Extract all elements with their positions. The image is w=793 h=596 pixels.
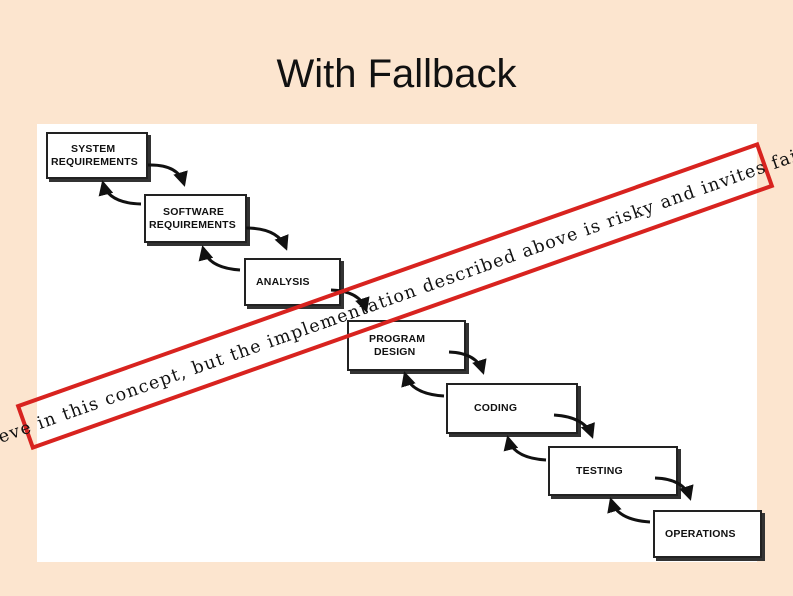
stage-operations: OPERATIONS bbox=[653, 510, 762, 558]
stage-label: SYSTEM bbox=[71, 142, 116, 155]
stage-label: ANALYSIS bbox=[256, 275, 310, 288]
stage-label: CODING bbox=[474, 402, 518, 414]
slide-title: With Fallback bbox=[276, 52, 517, 96]
stage-coding: CODING bbox=[446, 383, 578, 434]
stage-analysis: ANALYSIS bbox=[244, 258, 341, 306]
waterfall-diagram: SYSTEM REQUIREMENTS SOFTWARE REQUIREMENT… bbox=[37, 124, 762, 562]
stage-label: PROGRAM bbox=[369, 332, 426, 345]
stage-label: TESTING bbox=[576, 464, 623, 477]
stage-testing: TESTING bbox=[548, 446, 678, 496]
stage-software-requirements: SOFTWARE REQUIREMENTS bbox=[144, 194, 247, 243]
stage-program-design: PROGRAM DESIGN bbox=[347, 320, 466, 371]
stage-label: SOFTWARE bbox=[163, 205, 225, 218]
stage-system-requirements: SYSTEM REQUIREMENTS bbox=[46, 132, 148, 179]
stage-label: REQUIREMENTS bbox=[149, 218, 236, 231]
stage-label: OPERATIONS bbox=[665, 527, 736, 540]
stage-label: REQUIREMENTS bbox=[51, 155, 138, 168]
stage-label: DESIGN bbox=[374, 345, 416, 358]
